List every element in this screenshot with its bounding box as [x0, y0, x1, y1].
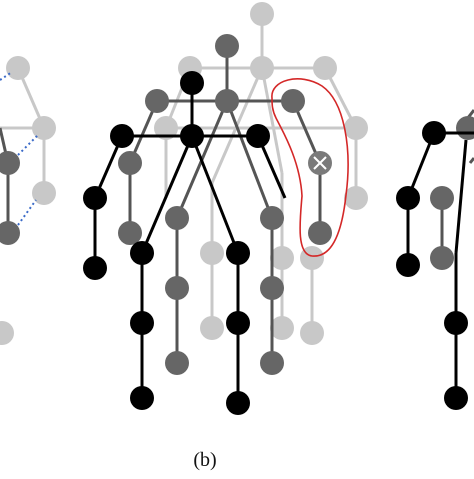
front-joint [180, 124, 204, 148]
middle-joint-head [215, 34, 239, 58]
center-panel [83, 2, 368, 415]
front-bone [190, 135, 240, 254]
front-joint [226, 311, 250, 335]
right-front-joint [444, 311, 468, 335]
back-joint [200, 241, 224, 265]
left-panel-middle-joints [0, 151, 20, 245]
left-back-joint [6, 56, 30, 80]
front-joint [110, 124, 134, 148]
highlight-outline [271, 78, 349, 257]
right-panel [396, 109, 474, 410]
back-joint [300, 321, 324, 345]
back-joint [344, 116, 368, 140]
dotted-link [17, 199, 37, 226]
middle-joint [260, 276, 284, 300]
front-joint [83, 256, 107, 280]
back-joint [344, 186, 368, 210]
back-bone [260, 67, 284, 174]
back-joint-head [250, 2, 274, 26]
right-front-bone [454, 139, 468, 254]
right-middle-joint [430, 246, 454, 270]
x-mark-stroke [313, 156, 327, 170]
back-joint [270, 316, 294, 340]
back-joint [154, 116, 178, 140]
front-joint-head [180, 71, 204, 95]
left-middle-joint [0, 221, 20, 245]
left-back-joint [32, 116, 56, 140]
right-middle-bone [468, 157, 474, 164]
front-joint [130, 311, 154, 335]
middle-joint [260, 351, 284, 375]
front-joint [130, 386, 154, 410]
middle-layer-joints [118, 34, 332, 375]
middle-joint [165, 351, 189, 375]
back-joint [250, 56, 274, 80]
front-joint [246, 124, 270, 148]
right-front-joint [396, 253, 420, 277]
middle-joint [215, 89, 239, 113]
right-middle-joint [430, 186, 454, 210]
middle-joint [118, 221, 142, 245]
middle-bone [225, 100, 274, 219]
right-middle-joint [456, 116, 474, 140]
middle-joint [118, 151, 142, 175]
left-panel-middle-layer [0, 127, 10, 233]
left-back-joint [32, 181, 56, 205]
front-joint [83, 186, 107, 210]
left-panel-dotted-links [0, 71, 39, 226]
right-panel-front-joints [396, 121, 468, 410]
back-joint [313, 56, 337, 80]
front-joint [226, 391, 250, 415]
dotted-link [17, 134, 39, 156]
front-layer-joints [83, 71, 270, 415]
front-joint [226, 241, 250, 265]
middle-joint [165, 206, 189, 230]
front-joint [130, 241, 154, 265]
right-front-joint [396, 186, 420, 210]
left-panel-back-joints [0, 56, 56, 345]
figure-caption: (b) [193, 449, 217, 471]
back-joint [270, 246, 294, 270]
middle-joint [165, 276, 189, 300]
back-layer-joints [154, 2, 368, 345]
front-bone [140, 135, 194, 254]
middle-joint [281, 89, 305, 113]
left-panel [0, 56, 56, 345]
middle-joint [260, 206, 284, 230]
left-middle-joint [0, 151, 20, 175]
middle-joint [145, 89, 169, 113]
left-back-joint [0, 321, 14, 345]
front-layer-bones [93, 83, 287, 403]
removed-joint-marker [308, 151, 332, 175]
right-front-joint [422, 121, 446, 145]
back-joint [200, 316, 224, 340]
right-front-joint [444, 386, 468, 410]
middle-joint [308, 221, 332, 245]
